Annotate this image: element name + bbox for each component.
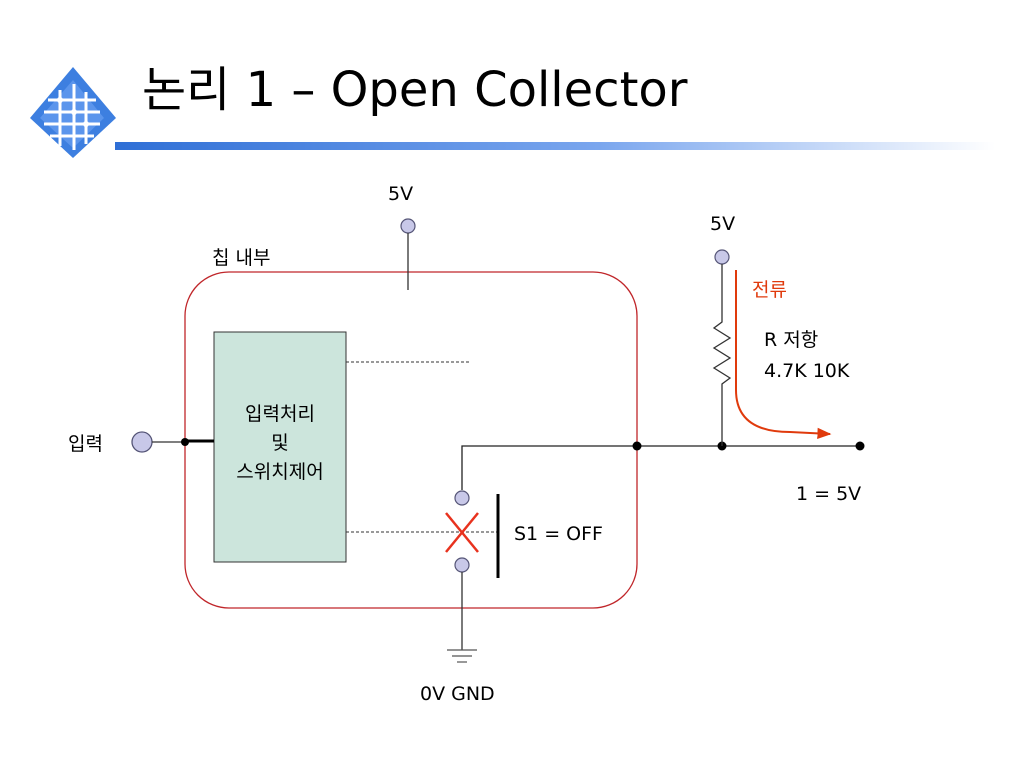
top-supply-terminal	[400, 218, 416, 234]
pullup-resistor	[712, 264, 732, 446]
ground-label: 0V GND	[420, 683, 495, 705]
block-line-1: 입력처리	[245, 403, 315, 425]
ground-symbol-icon	[447, 649, 477, 663]
output-terminal-dot	[855, 441, 865, 451]
right-supply-terminal	[714, 249, 730, 265]
right-supply-label: 5V	[710, 213, 735, 235]
processing-block	[213, 331, 347, 563]
output-wire	[461, 445, 862, 490]
chip-edge-junction-dot	[632, 441, 642, 451]
block-line-2: 및	[271, 432, 288, 454]
block-line-3: 스위치제어	[236, 461, 323, 483]
top-supply-label: 5V	[388, 183, 413, 205]
current-flow-arrow	[735, 270, 832, 439]
circuit-logo-icon	[30, 67, 116, 158]
switch-lower-contact	[454, 557, 470, 573]
input-label: 입력	[68, 433, 103, 455]
input-terminal	[131, 431, 153, 453]
resistor-values: 4.7K 10K	[764, 360, 850, 382]
resistor-label: R 저항	[764, 329, 818, 351]
title-underline	[115, 142, 995, 150]
slide-title: 논리 1 – Open Collector	[142, 62, 688, 118]
chip-label: 칩 내부	[212, 247, 270, 269]
current-label: 전류	[752, 279, 787, 301]
input-junction-dot	[181, 438, 189, 446]
output-label: 1 = 5V	[796, 483, 861, 505]
switch-upper-contact	[454, 490, 470, 506]
switch-label: S1 = OFF	[514, 523, 603, 545]
switch-off-cross	[445, 512, 479, 553]
